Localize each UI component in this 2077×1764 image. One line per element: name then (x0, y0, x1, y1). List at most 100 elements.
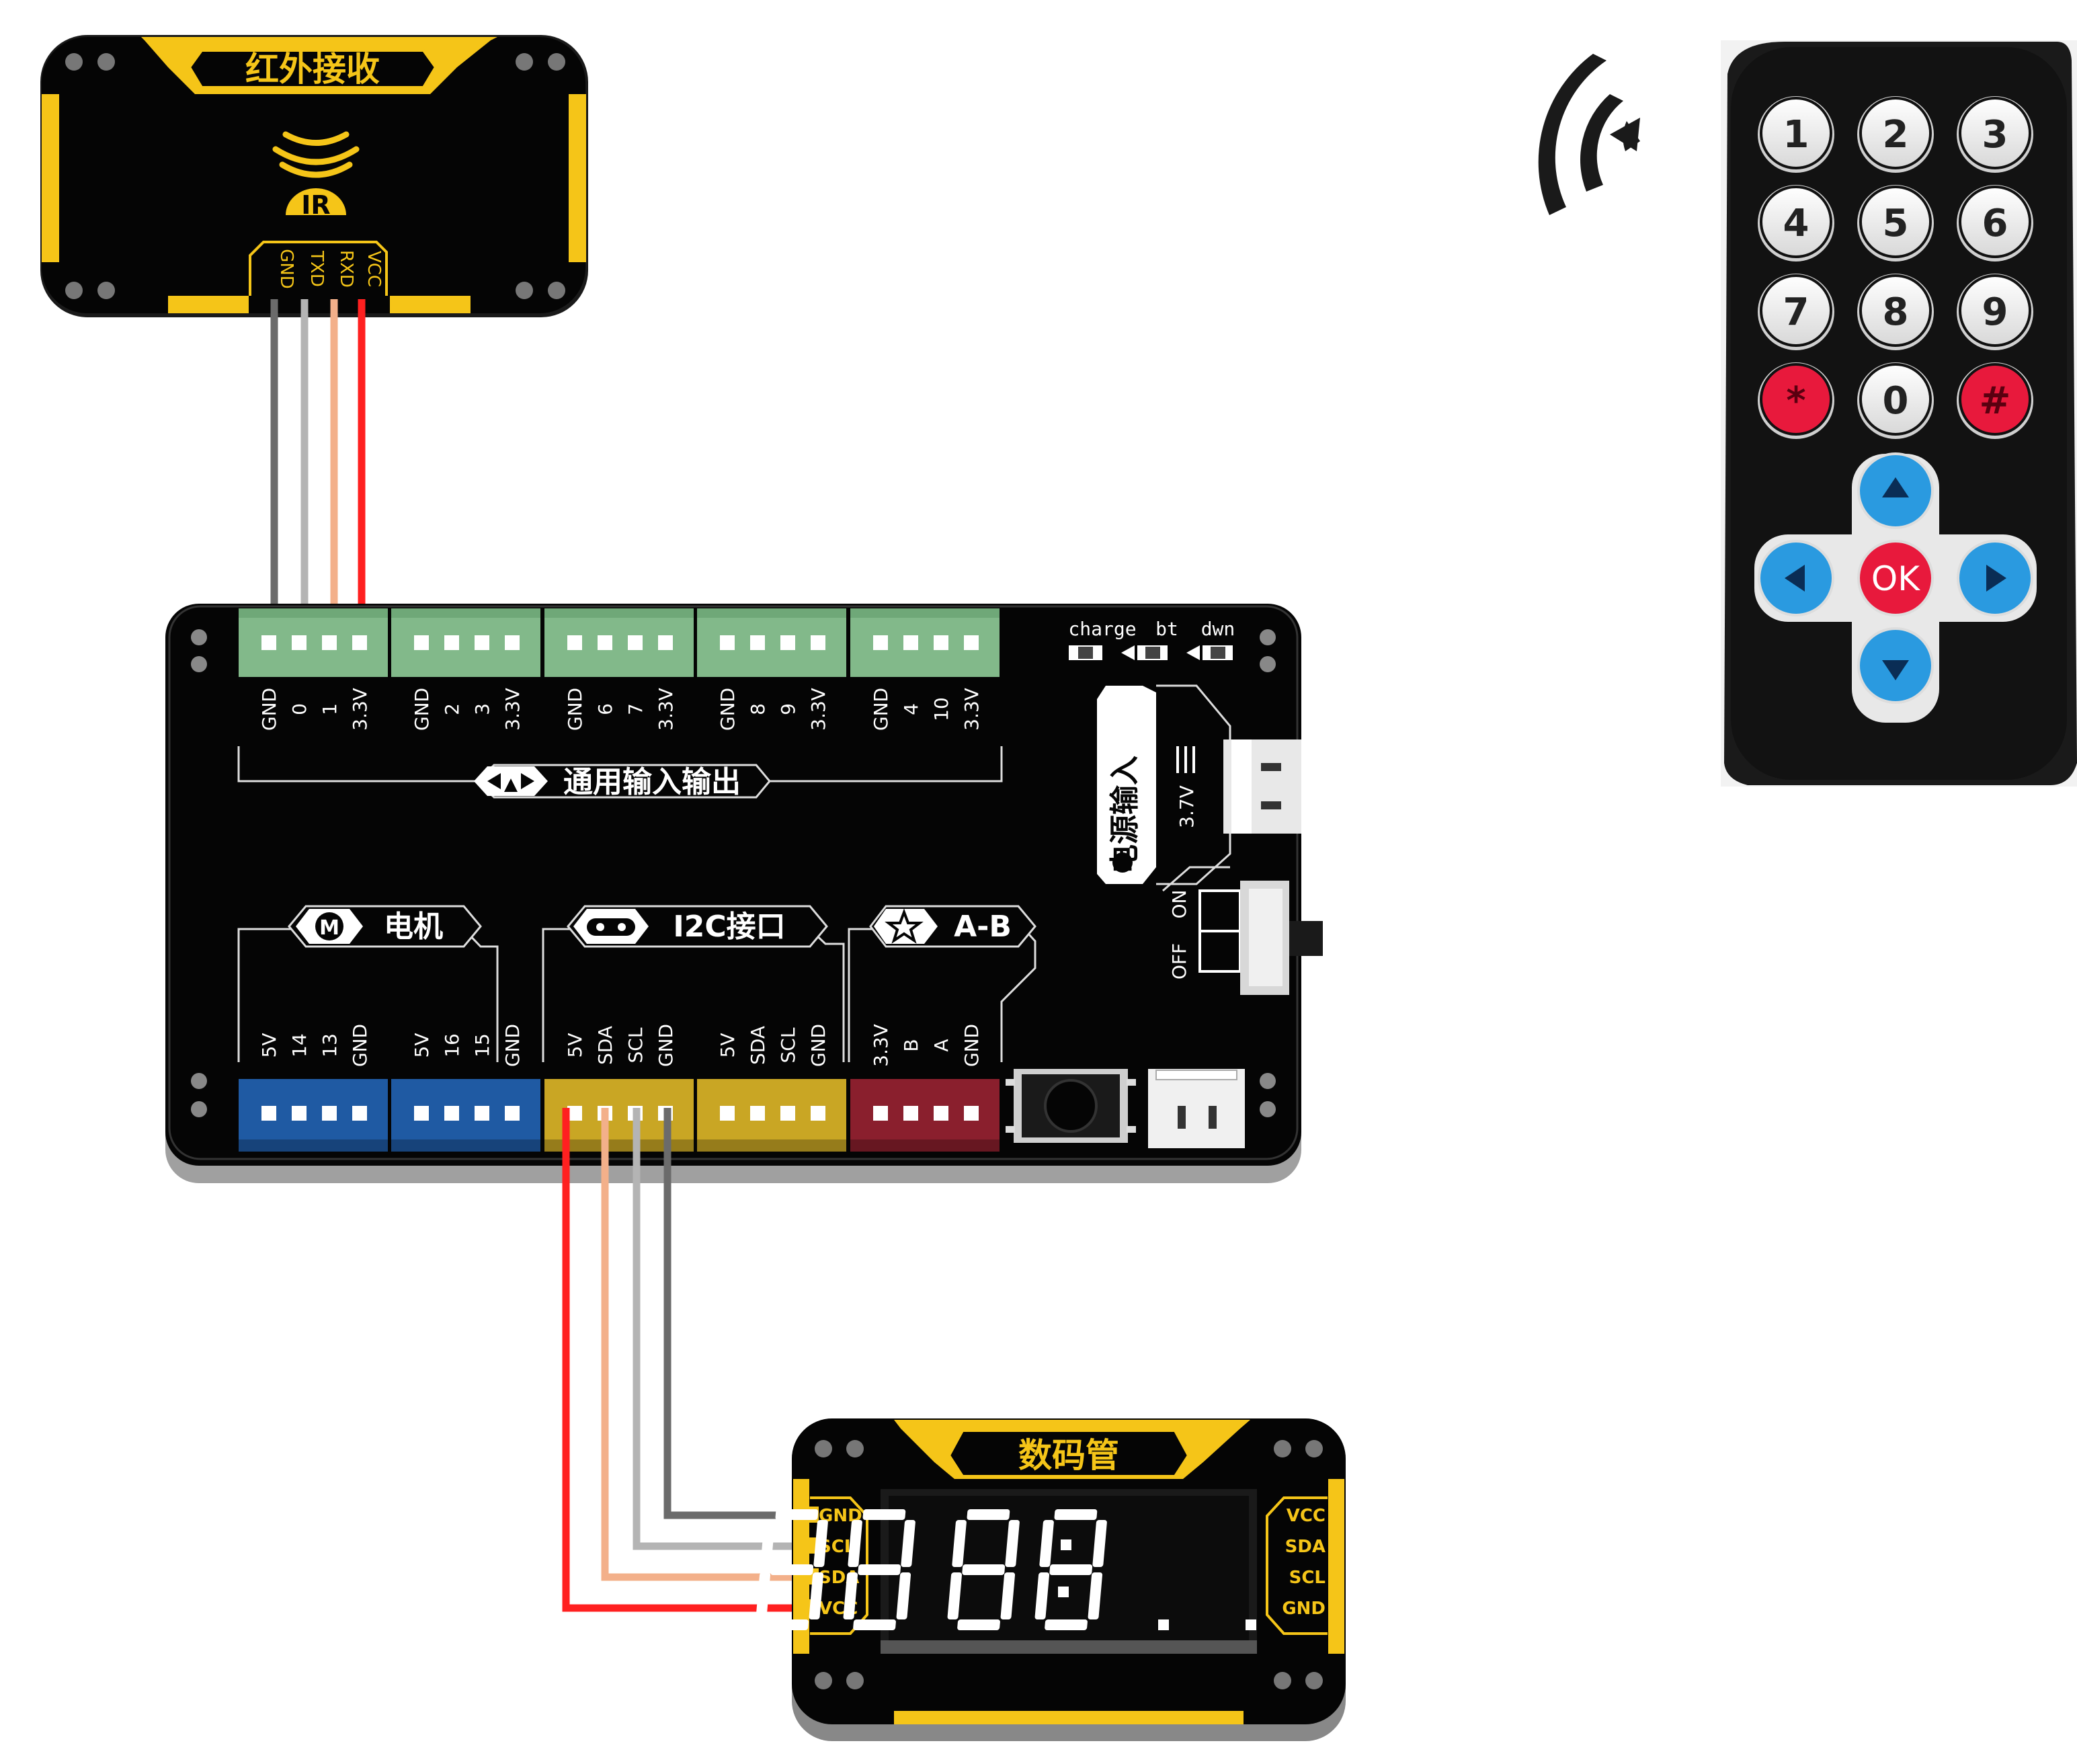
ab-label: A-B (954, 910, 1012, 944)
remote-key-4[interactable]: 4 (1758, 185, 1834, 262)
remote-key-7[interactable]: 7 (1758, 274, 1834, 350)
wire-sda (601, 1108, 815, 1581)
segment (858, 1564, 901, 1575)
terminal-screw (934, 1106, 948, 1121)
remote-key-label: 7 (1783, 290, 1809, 334)
mount-hole-icon (65, 53, 565, 299)
top-pin-label: 9 (777, 703, 799, 715)
left-key[interactable] (1758, 540, 1834, 616)
terminal-screw (444, 635, 459, 650)
ir-pin-label: GND (276, 249, 296, 289)
terminal-screw (414, 1106, 429, 1121)
top-pin-label: 2 (441, 703, 463, 715)
charge-label: charge (1068, 618, 1136, 640)
remote-key-star[interactable]: * (1758, 362, 1834, 439)
terminal-screw (964, 1106, 979, 1121)
terminal-screw (750, 635, 765, 650)
segment (1005, 1520, 1020, 1567)
up-key[interactable] (1857, 452, 1934, 529)
arrow-up-icon (1882, 477, 1909, 497)
segment (813, 1520, 828, 1567)
remote-key-label: 0 (1883, 379, 1909, 423)
switch-on-label: ON (1168, 890, 1190, 919)
segment-dot (1158, 1619, 1169, 1630)
remote-key-hash[interactable]: # (1957, 362, 2033, 439)
bottom-pin-label: B (900, 1039, 922, 1051)
bottom-pin-label: GND (807, 1024, 829, 1067)
display-pin-label-right: SCL (1289, 1568, 1326, 1588)
terminal-screw (964, 635, 979, 650)
terminal-screw (811, 1106, 825, 1121)
terminal-screw (658, 635, 673, 650)
remote-key-label: 6 (1982, 202, 2008, 245)
segment (760, 1520, 775, 1567)
bottom-pin-label: 15 (471, 1033, 493, 1057)
display-title: 数码管 (1018, 1436, 1119, 1475)
segment (775, 1509, 819, 1520)
remote-key-9[interactable]: 9 (1957, 274, 2033, 350)
terminal-screw (322, 635, 337, 650)
terminal-screw (780, 635, 795, 650)
display-pin-label-right: SDA (1285, 1537, 1326, 1557)
down-key[interactable] (1857, 627, 1934, 704)
terminal-screw (352, 1106, 367, 1121)
top-pin-label: 3.3V (501, 688, 524, 731)
segment (1054, 1509, 1098, 1520)
ok-key[interactable]: OK (1857, 540, 1934, 616)
bottom-pin-label: 16 (441, 1033, 463, 1057)
terminal-screw (567, 1106, 582, 1121)
display-pin-label-right: GND (1282, 1599, 1326, 1619)
terminal-screw (903, 635, 918, 650)
remote-key-1[interactable]: 1 (1758, 96, 1834, 173)
top-pin-label: GND (717, 688, 739, 731)
top-pin-label: 3 (471, 703, 493, 715)
bottom-pin-label: 5V (258, 1033, 280, 1058)
ir-pin-label: TXD (307, 250, 327, 287)
right-key[interactable] (1957, 540, 2033, 616)
top-pin-label: GND (870, 688, 892, 731)
i2c-label: I2C接口 (673, 910, 785, 944)
terminal-screw (414, 635, 429, 650)
bottom-pin-label: SDA (747, 1026, 769, 1065)
remote-key-8[interactable]: 8 (1857, 274, 1934, 350)
ir-wave-icon (272, 131, 360, 178)
segment (1000, 1572, 1016, 1619)
remote-key-6[interactable]: 6 (1957, 185, 2033, 262)
remote-key-label: 5 (1883, 202, 1909, 245)
bottom-pin-label: 5V (717, 1033, 739, 1058)
top-pin-label: 8 (747, 703, 769, 715)
segment (848, 1520, 862, 1567)
ir-pin-label: RXD (336, 250, 356, 288)
segment (770, 1564, 814, 1575)
bottom-pin-label: A (930, 1039, 952, 1051)
segment (947, 1572, 963, 1619)
segment (853, 1619, 896, 1630)
segment (1045, 1619, 1088, 1630)
segment (766, 1619, 809, 1630)
ir-logo: IR (301, 190, 330, 220)
plug-icon (1112, 852, 1133, 873)
power-switch[interactable]: ON OFF (1162, 866, 1323, 995)
remote-key-0[interactable]: 0 (1857, 362, 1934, 439)
terminal-screw (292, 1106, 307, 1121)
gpio-arrows-icon (487, 773, 534, 792)
top-pin-label: 7 (624, 703, 647, 715)
motor-label: 电机 (384, 910, 443, 944)
segment (756, 1572, 771, 1619)
colon-dot (1061, 1539, 1071, 1550)
bottom-pin-label: 13 (319, 1033, 341, 1057)
segment (843, 1572, 858, 1619)
remote-key-3[interactable]: 3 (1957, 96, 2033, 173)
bottom-pin-label: SCL (624, 1027, 647, 1063)
wire-gnd (663, 1108, 815, 1519)
bt-label: bt (1155, 618, 1178, 640)
terminal-screw (720, 1106, 735, 1121)
wire-vcc (562, 1108, 815, 1612)
remote-key-2[interactable]: 2 (1857, 96, 1934, 173)
remote-key-5[interactable]: 5 (1857, 185, 1934, 262)
reset-button[interactable] (1006, 1069, 1136, 1143)
